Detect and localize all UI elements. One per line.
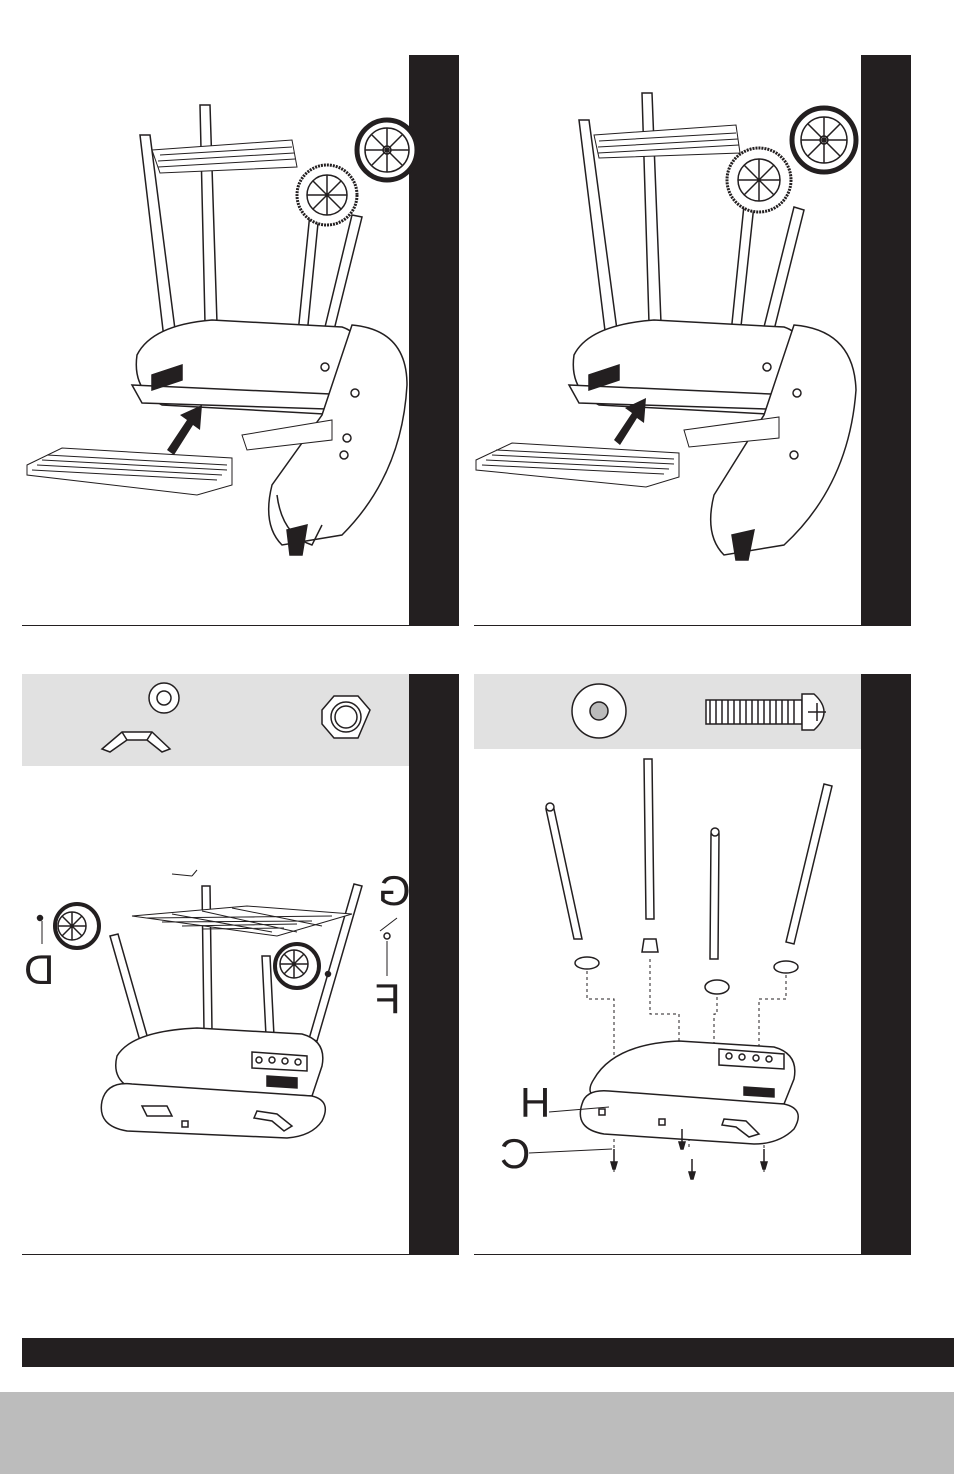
hubcap-icon: [102, 732, 170, 752]
step-panel-top-right: [474, 55, 911, 626]
part-label: D: [24, 949, 54, 991]
wheel-right: [275, 944, 331, 988]
leg-caps: [575, 939, 798, 994]
wheel-left: [38, 904, 100, 948]
grill-bowl: [101, 1028, 325, 1138]
step-panel-bottom-left: G D F: [22, 674, 459, 1255]
wheel-small: [727, 148, 791, 212]
panel-sidebar: [409, 674, 459, 1255]
bolt-icon: [706, 694, 826, 730]
panel-baseline: [474, 1254, 911, 1255]
grill-assembly-illustration: [22, 55, 459, 626]
nut-icon: [322, 696, 370, 738]
panel-baseline: [22, 1254, 459, 1255]
washer-icon: [149, 683, 179, 713]
wheel-shelf-assembly-illustration: [22, 766, 409, 1246]
hardware-icons: [474, 674, 861, 749]
footer-band: [0, 1392, 954, 1474]
leg-assembly-illustration: [474, 749, 861, 1254]
part-label: C: [500, 1133, 530, 1175]
panel-sidebar: [861, 674, 911, 1255]
washer-icon: [572, 684, 626, 738]
step-panel-top-left: [22, 55, 459, 626]
top-shelf-grate: [152, 140, 297, 173]
wheel-large: [357, 120, 417, 180]
footer-bar: [22, 1338, 954, 1367]
wheel-large: [792, 108, 856, 172]
shelf-grate: [132, 870, 352, 936]
part-label: H: [520, 1082, 550, 1124]
hardware-icons: [22, 674, 409, 766]
part-label: F: [375, 978, 401, 1020]
direction-arrow: [167, 405, 202, 455]
grill-assembly-illustration: [474, 55, 911, 626]
top-shelf-grate: [594, 125, 740, 158]
part-label: G: [378, 870, 411, 912]
grill-bowl: [580, 1041, 798, 1144]
wheel-small: [297, 165, 357, 225]
step-panel-bottom-right: H C: [474, 674, 911, 1255]
